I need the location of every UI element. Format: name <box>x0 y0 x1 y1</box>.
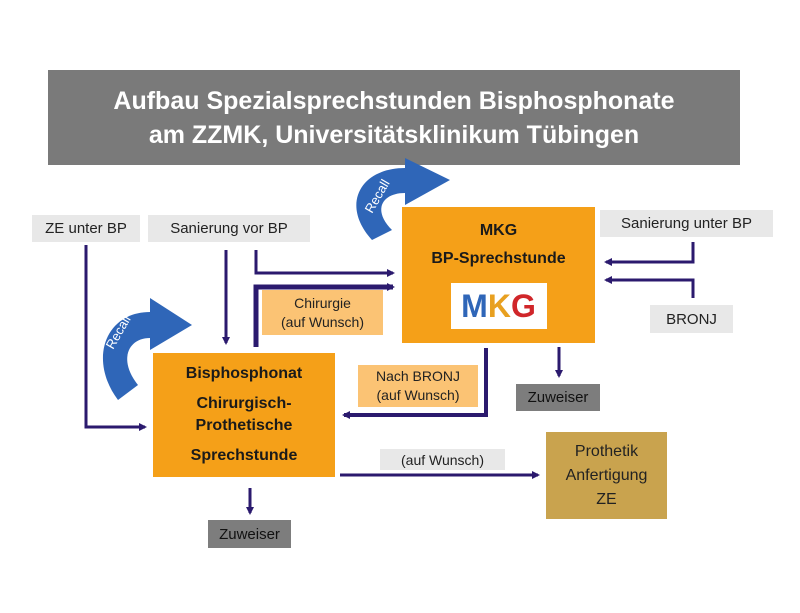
title-line-1: Aufbau Spezialsprechstunden Bisphosphona… <box>113 86 675 115</box>
arrow-mkg-to-bisphos <box>342 348 488 419</box>
zuweiser-bisphos-text: Zuweiser <box>219 525 280 543</box>
chirurgie-text: Chirurgie <box>294 294 351 311</box>
bronj-label: BRONJ <box>666 310 717 328</box>
zuweiser-bisphos-box: Zuweiser <box>208 520 291 548</box>
auf-wunsch-label: (auf Wunsch) <box>380 449 505 470</box>
mkg-title: MKG <box>479 222 518 239</box>
prothetik-line-3: ZE <box>596 490 617 508</box>
arrow-sanierung-unter-to-mkg <box>604 242 695 266</box>
diagram-title: Aufbau Spezialsprechstunden Bisphosphona… <box>48 70 740 165</box>
title-line-2: am ZZMK, Universitätsklinikum Tübingen <box>148 120 640 149</box>
ze-unter-bp-box: ZE unter BP <box>32 215 140 242</box>
bisphos-line-1: Bisphosphonat <box>185 365 303 382</box>
arrow-ze-to-bisphos <box>84 245 147 431</box>
arrow-bronj-to-mkg <box>604 276 695 298</box>
chirurgie-wunsch-text: (auf Wunsch) <box>281 313 364 330</box>
chirurgie-label: Chirurgie (auf Wunsch) <box>262 290 383 335</box>
bisphos-line-2: Chirurgisch- <box>196 395 292 412</box>
nach-bronj-label: Nach BRONJ (auf Wunsch) <box>358 365 478 407</box>
arrow-sanierung-to-mkg <box>254 250 395 277</box>
mkg-subtitle: BP-Sprechstunde <box>431 250 566 267</box>
ze-unter-bp-label: ZE unter BP <box>45 220 127 237</box>
prothetik-line-1: Prothetik <box>574 442 639 460</box>
zuweiser-mkg-text: Zuweiser <box>527 389 589 406</box>
bisphosphonat-sprechstunde-box: Bisphosphonat Chirurgisch- Prothetische … <box>153 353 335 477</box>
prothetik-box: Prothetik Anfertigung ZE <box>546 432 667 519</box>
nach-bronj-text: Nach BRONJ <box>375 368 461 384</box>
auf-wunsch-text: (auf Wunsch) <box>401 451 484 468</box>
sanierung-vor-bp-box: Sanierung vor BP <box>148 215 310 242</box>
sanierung-unter-bp-box: Sanierung unter BP <box>600 210 773 237</box>
bisphos-line-4: Sprechstunde <box>190 447 298 464</box>
sanierung-vor-bp-label: Sanierung vor BP <box>170 220 288 237</box>
zuweiser-mkg-box: Zuweiser <box>516 384 600 411</box>
recall-arrow-bisphos: Recall <box>103 298 192 400</box>
bisphos-line-3: Prothetische <box>195 417 293 434</box>
bronj-box: BRONJ <box>650 305 733 333</box>
sanierung-unter-bp-label: Sanierung unter BP <box>621 215 752 232</box>
arrow-chirurgie-to-mkg <box>253 283 395 347</box>
recall-arrow-mkg: Recall <box>356 158 450 240</box>
prothetik-line-2: Anfertigung <box>565 466 648 484</box>
nach-bronj-wunsch-text: (auf Wunsch) <box>376 387 460 403</box>
